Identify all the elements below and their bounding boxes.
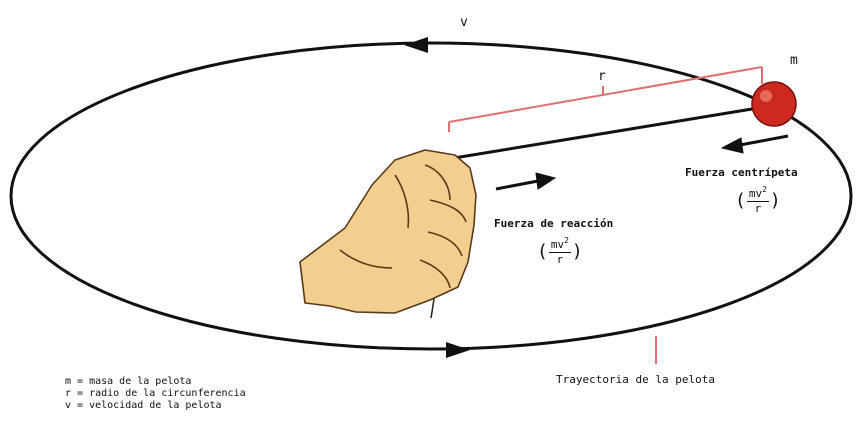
hand-fist xyxy=(299,149,477,314)
ball xyxy=(751,81,797,127)
legend-item-velocity: v = velocidad de la pelota xyxy=(65,400,222,411)
formula-denominator: r xyxy=(754,202,762,216)
velocity-label: v xyxy=(460,15,468,30)
formula-open-paren: ( xyxy=(735,189,746,211)
reaction-force-arrow xyxy=(495,172,557,191)
mass-label: m xyxy=(790,53,798,68)
legend-item-radius: r = radio de la circunferencia xyxy=(65,388,246,399)
centripetal-force-label: Fuerza centrípeta xyxy=(685,166,798,179)
legend: m = masa de la pelota r = radio de la ci… xyxy=(65,376,246,412)
legend-item-mass: m = masa de la pelota xyxy=(65,376,192,387)
formula-numerator: mv2 xyxy=(746,185,769,203)
reaction-force-formula: ( mv2 r ) xyxy=(537,236,583,267)
velocity-arrow-bottom xyxy=(446,342,470,358)
radius-bracket xyxy=(448,66,763,132)
centripetal-force-arrow xyxy=(720,134,789,154)
radius-label: r xyxy=(598,69,606,84)
ball-trajectory-ellipse xyxy=(9,41,853,351)
reaction-force-label: Fuerza de reacción xyxy=(494,217,614,230)
formula-close-paren: ) xyxy=(769,189,781,211)
centripetal-force-formula: ( mv2 r ) xyxy=(735,185,781,216)
string xyxy=(447,106,759,161)
ball-highlight xyxy=(760,90,772,102)
velocity-arrow-top xyxy=(404,37,428,53)
trajectory-label: Trayectoria de la pelota xyxy=(556,373,715,386)
